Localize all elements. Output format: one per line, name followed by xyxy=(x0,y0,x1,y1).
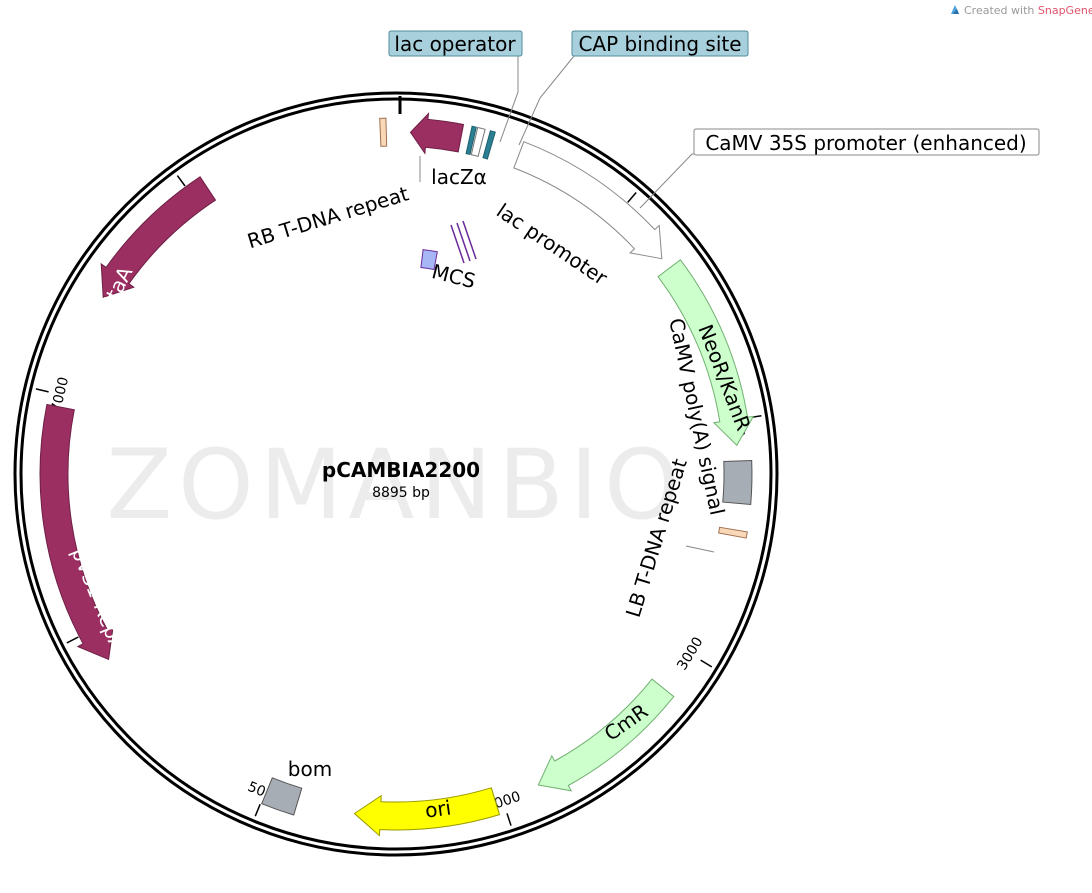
camv-35s-promoter-leader xyxy=(639,153,694,209)
neor-kanr-feature[interactable] xyxy=(657,259,755,447)
lb-t-dna-repeat-feature[interactable] xyxy=(718,526,748,539)
backbone-outer-strand xyxy=(13,91,779,857)
cap-binding-site-callout-label: CAP binding site xyxy=(578,32,741,56)
pvs1-staa-feature[interactable] xyxy=(100,176,217,298)
lac-operator-feature[interactable] xyxy=(465,125,477,155)
lac-operator-leader xyxy=(499,56,519,143)
credit-brand: SnapGene xyxy=(1038,4,1092,17)
rb-t-dna-repeat-label: RB T-DNA repeat xyxy=(245,181,412,253)
tick-mark-7000 xyxy=(35,388,49,393)
camv-35s-promoter-feature[interactable] xyxy=(513,141,663,260)
camv-35s-promoter-callout-box xyxy=(693,128,1040,156)
cap-binding-site-callout-box xyxy=(571,30,749,57)
bom-label: bom xyxy=(288,757,332,781)
callout-cap-binding-site[interactable]: CAP binding site xyxy=(571,30,749,57)
ori-feature[interactable] xyxy=(353,787,501,837)
callout-lac-operator[interactable]: lac operator xyxy=(388,30,523,57)
tick-mark-1000 xyxy=(627,192,637,203)
tick-mark-5000 xyxy=(254,803,261,817)
backbone-inner-strand xyxy=(19,97,773,851)
bom-feature[interactable] xyxy=(261,777,303,816)
pvs1-repa-feature[interactable] xyxy=(39,403,114,661)
snapgene-logo-icon xyxy=(951,5,959,14)
lac-operator-callout-label: lac operator xyxy=(394,32,516,56)
callout-camv-35s-promoter[interactable]: CaMV 35S promoter (enhanced) xyxy=(693,128,1040,156)
snapgene-credit[interactable]: Created with SnapGene® xyxy=(951,0,1092,17)
tick-mark-6000 xyxy=(66,636,79,644)
tick-mark-3000 xyxy=(700,659,713,668)
plasmid-name: pCAMBIA2200 xyxy=(322,458,480,482)
mcs-feature[interactable] xyxy=(420,249,438,271)
lacZa-label: lacZα xyxy=(431,165,487,189)
rb-t-dna-repeat-feature[interactable] xyxy=(379,117,388,147)
lacZa-feature[interactable] xyxy=(409,112,465,155)
credit-text: Created with SnapGene® xyxy=(964,0,1092,17)
mcs-site-lines xyxy=(450,220,477,264)
credit-prefix: Created with xyxy=(964,4,1038,17)
lac-promoter-feature[interactable] xyxy=(470,126,486,158)
camv-35s-promoter-callout-label: CaMV 35S promoter (enhanced) xyxy=(705,131,1026,155)
callout-leaders xyxy=(419,55,715,553)
tick-label-3000: 3000 xyxy=(674,634,706,673)
watermark-text: ZOMANBIO xyxy=(106,429,685,541)
plasmid-size: 8895 bp xyxy=(372,485,430,501)
cap-binding-site-leader xyxy=(518,55,575,146)
feature-layer xyxy=(39,112,755,837)
tick-mark-4000 xyxy=(506,813,512,826)
backbone xyxy=(13,91,779,857)
cmr-feature[interactable] xyxy=(537,678,675,792)
ori-label: ori xyxy=(423,795,452,822)
lb-t-dna-repeat-leader xyxy=(685,545,715,553)
mcs-label: MCS xyxy=(429,259,477,293)
camv-polya-feature[interactable] xyxy=(722,459,753,506)
cap-binding-site-feature[interactable] xyxy=(482,130,496,160)
lac-operator-callout-box xyxy=(388,30,523,57)
tick-mark-8000 xyxy=(176,175,186,187)
tick-label-7000: 7000 xyxy=(48,375,72,413)
